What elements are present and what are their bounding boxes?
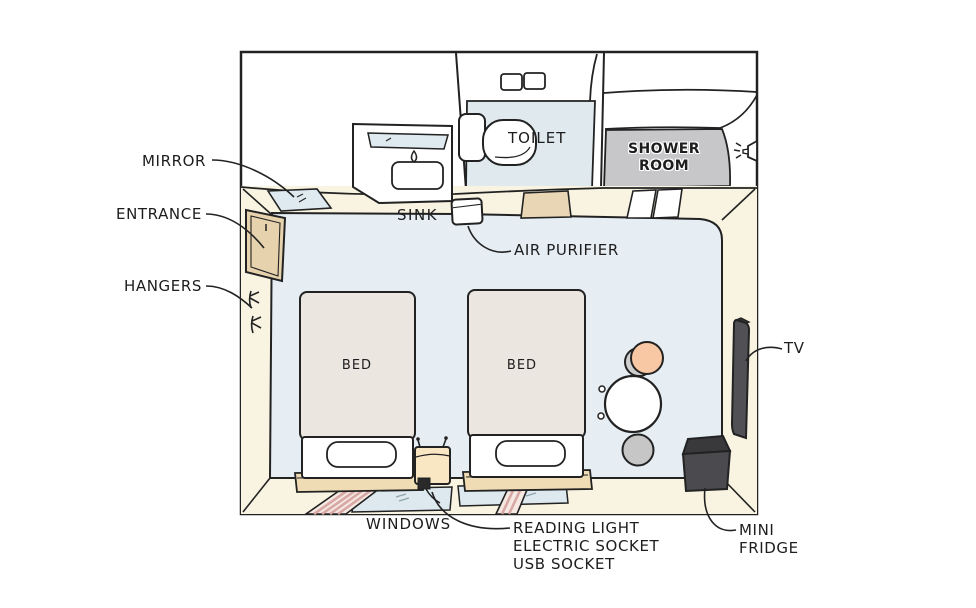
mini-fridge-pointer <box>703 487 737 532</box>
shower-entrance-mats <box>626 188 683 219</box>
corner-line <box>242 477 271 513</box>
label-mirror: MIRROR <box>142 152 207 170</box>
air-purifier <box>450 197 484 226</box>
tv <box>730 317 751 440</box>
shower-divider-wall <box>600 52 605 189</box>
shower-room <box>600 52 758 189</box>
reading-light-pointer <box>431 491 511 530</box>
label-mini-fridge: MINI FRIDGE <box>739 521 799 557</box>
label-tv: TV <box>784 339 805 357</box>
bed-left <box>299 291 416 479</box>
label-usb-socket: USB SOCKET <box>513 555 615 573</box>
label-air-purifier: AIR PURIFIER <box>514 241 619 259</box>
label-reading-light: READING LIGHT <box>513 519 640 537</box>
pillow <box>495 440 566 467</box>
socket <box>417 477 431 490</box>
sink-basin <box>391 161 444 190</box>
toilet-fixture <box>458 113 537 166</box>
shower-head-icon <box>733 139 758 163</box>
label-bed-right: BED <box>506 358 538 373</box>
shower-ledge <box>604 94 758 130</box>
label-windows: WINDOWS <box>366 515 452 533</box>
label-toilet: TOILET <box>508 129 567 147</box>
hanger-icon <box>250 315 262 334</box>
flush-button <box>500 73 523 91</box>
entrance-door <box>245 208 287 283</box>
faucet-icon <box>410 149 418 163</box>
label-hangers: HANGERS <box>124 277 203 295</box>
entrance-pointer <box>205 213 265 249</box>
sink-mirror <box>367 132 449 150</box>
pillow <box>326 441 397 468</box>
cord <box>425 488 441 504</box>
bed-right <box>467 289 586 478</box>
air-purifier-pointer <box>467 225 512 253</box>
shower-floor <box>603 128 731 189</box>
corner-line <box>242 188 272 215</box>
label-bed-left: BED <box>341 358 373 373</box>
label-sink: SINK <box>397 206 439 224</box>
toilet-room <box>455 52 598 192</box>
mirror <box>266 188 333 212</box>
table <box>603 374 663 434</box>
corner-line <box>721 188 756 221</box>
shower-ledge <box>603 88 758 94</box>
mirror-pointer <box>211 159 295 198</box>
label-entrance: ENTRANCE <box>116 205 202 223</box>
reading-light-unit <box>414 436 451 504</box>
mini-fridge <box>681 434 732 493</box>
chair-peach <box>630 341 664 375</box>
hangers-pointer <box>205 285 253 309</box>
sink-unit <box>352 122 453 205</box>
flush-button <box>523 72 546 90</box>
bath-mat <box>520 190 572 219</box>
toilet-room-right-wall <box>589 53 598 102</box>
label-electric-socket: ELECTRIC SOCKET <box>513 537 660 555</box>
table-and-chairs <box>597 341 664 467</box>
pointer-lines <box>205 159 783 532</box>
tv-pointer <box>745 346 783 362</box>
label-shower-room: SHOWER ROOM <box>628 141 700 174</box>
chair-gray <box>621 433 655 467</box>
